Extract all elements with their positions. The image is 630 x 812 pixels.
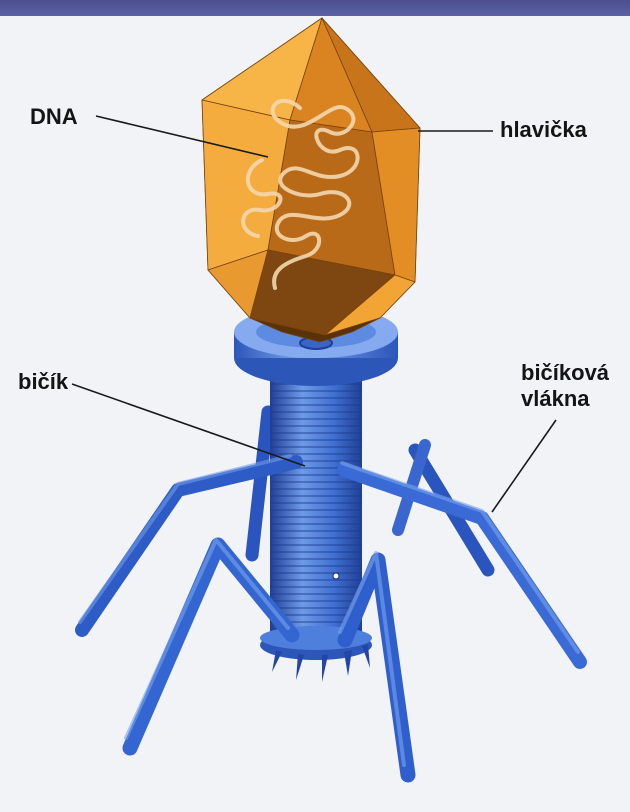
label-tail: bičík (18, 369, 68, 395)
label-dna: DNA (30, 104, 78, 130)
label-head: hlavička (500, 117, 587, 143)
label-tail-fibers-line1: bičíková (521, 360, 609, 386)
tail-sheath (270, 360, 362, 645)
capsid-head (202, 18, 420, 342)
label-tail-fibers-line2: vlákna (521, 386, 609, 412)
leader-line-fibers (492, 420, 556, 512)
label-tail-fibers: bičíková vlákna (521, 360, 609, 412)
